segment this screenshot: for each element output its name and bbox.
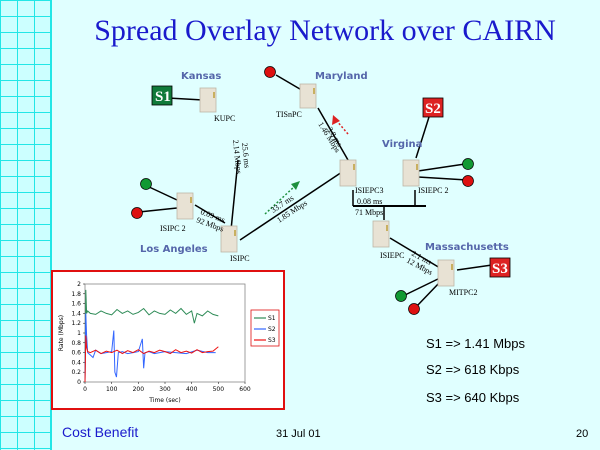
- link-label-bandwidth: 71 Mbps: [355, 208, 383, 217]
- summary-s2: S2 => 618 Kbps: [426, 362, 520, 377]
- host-isiepc2: ISIEPC 2: [418, 186, 448, 195]
- link-label-latency: 0.08 ms: [357, 197, 382, 206]
- series-line-s3: [84, 335, 219, 383]
- server-icon-isiepc3: [339, 159, 357, 187]
- legend-label-s2: S2: [268, 326, 276, 333]
- host-isipc: ISIPC: [230, 254, 250, 263]
- link-isipc-isiepc3: [239, 169, 346, 241]
- host-isiepc3: ISIEPC3: [355, 186, 383, 195]
- y-tick-label: 1.6: [71, 301, 81, 308]
- link-green-isipc2: [146, 185, 178, 201]
- y-tick-label: 1: [77, 330, 81, 337]
- x-tick-label: 0: [83, 386, 87, 393]
- link-s2-isiepc2: [415, 116, 430, 159]
- throughput-chart-frame: 0 0.2 0.4 0.6 0.8 1 1.2 1.4 1.6 1.8 2 0 100 200 300 400…: [51, 270, 285, 410]
- host-kupc: KUPC: [214, 114, 235, 123]
- source-s3: S3: [489, 257, 511, 278]
- flow-arrow-green: [264, 181, 300, 215]
- link-label-latency: 25.6 ms: [240, 142, 252, 168]
- link-isiepc2-green: [417, 163, 466, 172]
- throughput-chart: 0 0.2 0.4 0.6 0.8 1 1.2 1.4 1.6 1.8 2 0 100 200 300 400…: [58, 281, 280, 404]
- y-tick-label: 1.4: [71, 310, 81, 317]
- link-label-bandwidth: 2.14 Mbps: [231, 139, 244, 174]
- link-s1-kupc: [167, 97, 204, 101]
- link-isiepc2-red: [417, 176, 468, 181]
- client-dot-red: [462, 175, 474, 187]
- region-virginia: Virgina: [382, 139, 422, 150]
- server-icon-isipc2: [176, 192, 194, 220]
- y-axis-label: Rate (Mbps): [58, 315, 65, 351]
- x-tick-label: 400: [186, 386, 198, 393]
- link-mitpc2-red: [415, 281, 441, 308]
- link-tisnpc-isiepc3: [317, 107, 349, 161]
- server-icon-mitpc2: [437, 259, 455, 287]
- region-maryland: Maryland: [315, 71, 368, 82]
- host-isiepc: ISIEPC: [380, 251, 404, 260]
- region-los-angeles: Los Angeles: [140, 244, 208, 255]
- host-tisnpc: TISnPC: [276, 110, 302, 119]
- source-s1-label: S1: [155, 89, 171, 105]
- link-mitpc2-green: [404, 277, 441, 296]
- footer-date: 31 Jul 01: [276, 428, 321, 440]
- y-tick-label: 2: [77, 281, 81, 288]
- region-massachusetts: Massachusetts: [425, 242, 509, 253]
- source-s3-label: S3: [492, 261, 508, 277]
- x-tick-label: 300: [159, 386, 171, 393]
- server-icons: [176, 83, 455, 287]
- region-kansas: Kansas: [181, 71, 221, 82]
- client-dot-red: [264, 66, 276, 78]
- client-dot-red: [131, 207, 143, 219]
- y-tick-label: 0.2: [71, 369, 81, 376]
- client-dot-green: [395, 290, 407, 302]
- y-tick-label: 1.8: [71, 291, 81, 298]
- link-isipc2-isipc: [194, 204, 226, 224]
- y-tick-label: 0.8: [71, 340, 81, 347]
- x-tick-label: 200: [133, 386, 145, 393]
- y-tick-label: 0: [77, 379, 81, 386]
- client-dot-green: [140, 178, 152, 190]
- legend-label-s3: S3: [268, 337, 276, 344]
- source-s2-label: S2: [425, 101, 441, 117]
- client-dot-red: [408, 303, 420, 315]
- server-icon-kupc: [199, 87, 217, 113]
- x-tick-label: 500: [213, 386, 225, 393]
- link-mitpc2-s3: [456, 264, 493, 271]
- server-icon-isipc: [220, 225, 238, 253]
- client-dot-green: [462, 158, 474, 170]
- page-number: 20: [576, 428, 589, 440]
- x-tick-label: 100: [106, 386, 118, 393]
- x-tick-label: 600: [239, 386, 251, 393]
- server-icon-tisnpc: [299, 83, 317, 109]
- link-red-isipc2: [138, 207, 178, 213]
- y-tick-label: 0.6: [71, 350, 81, 357]
- source-s2: S2: [422, 97, 444, 118]
- slide-title: Spread Overlay Network over CAIRN: [94, 14, 556, 47]
- y-tick-label: 1.2: [71, 320, 81, 327]
- link-isiepc-mitpc2: [389, 237, 441, 269]
- x-axis-label: Time (sec): [148, 397, 180, 404]
- summary-s1: S1 => 1.41 Mbps: [426, 336, 526, 351]
- source-s1: S1: [151, 85, 173, 106]
- slide-grid-decoration: [0, 0, 52, 450]
- footer-section-title: Cost Benefit: [62, 424, 139, 440]
- y-tick-label: 0.4: [71, 359, 81, 366]
- server-icon-isiepc: [372, 220, 390, 248]
- plot-area: [84, 283, 246, 383]
- summary-s3: S3 => 640 Kbps: [426, 390, 520, 405]
- flow-arrow-red: [332, 115, 349, 135]
- server-icon-isiepc2: [402, 159, 420, 187]
- host-mitpc2: MITPC2: [449, 288, 477, 297]
- host-isipc2: ISIPC 2: [160, 224, 186, 233]
- series-line-s1: [84, 289, 219, 383]
- legend-label-s1: S1: [268, 315, 276, 322]
